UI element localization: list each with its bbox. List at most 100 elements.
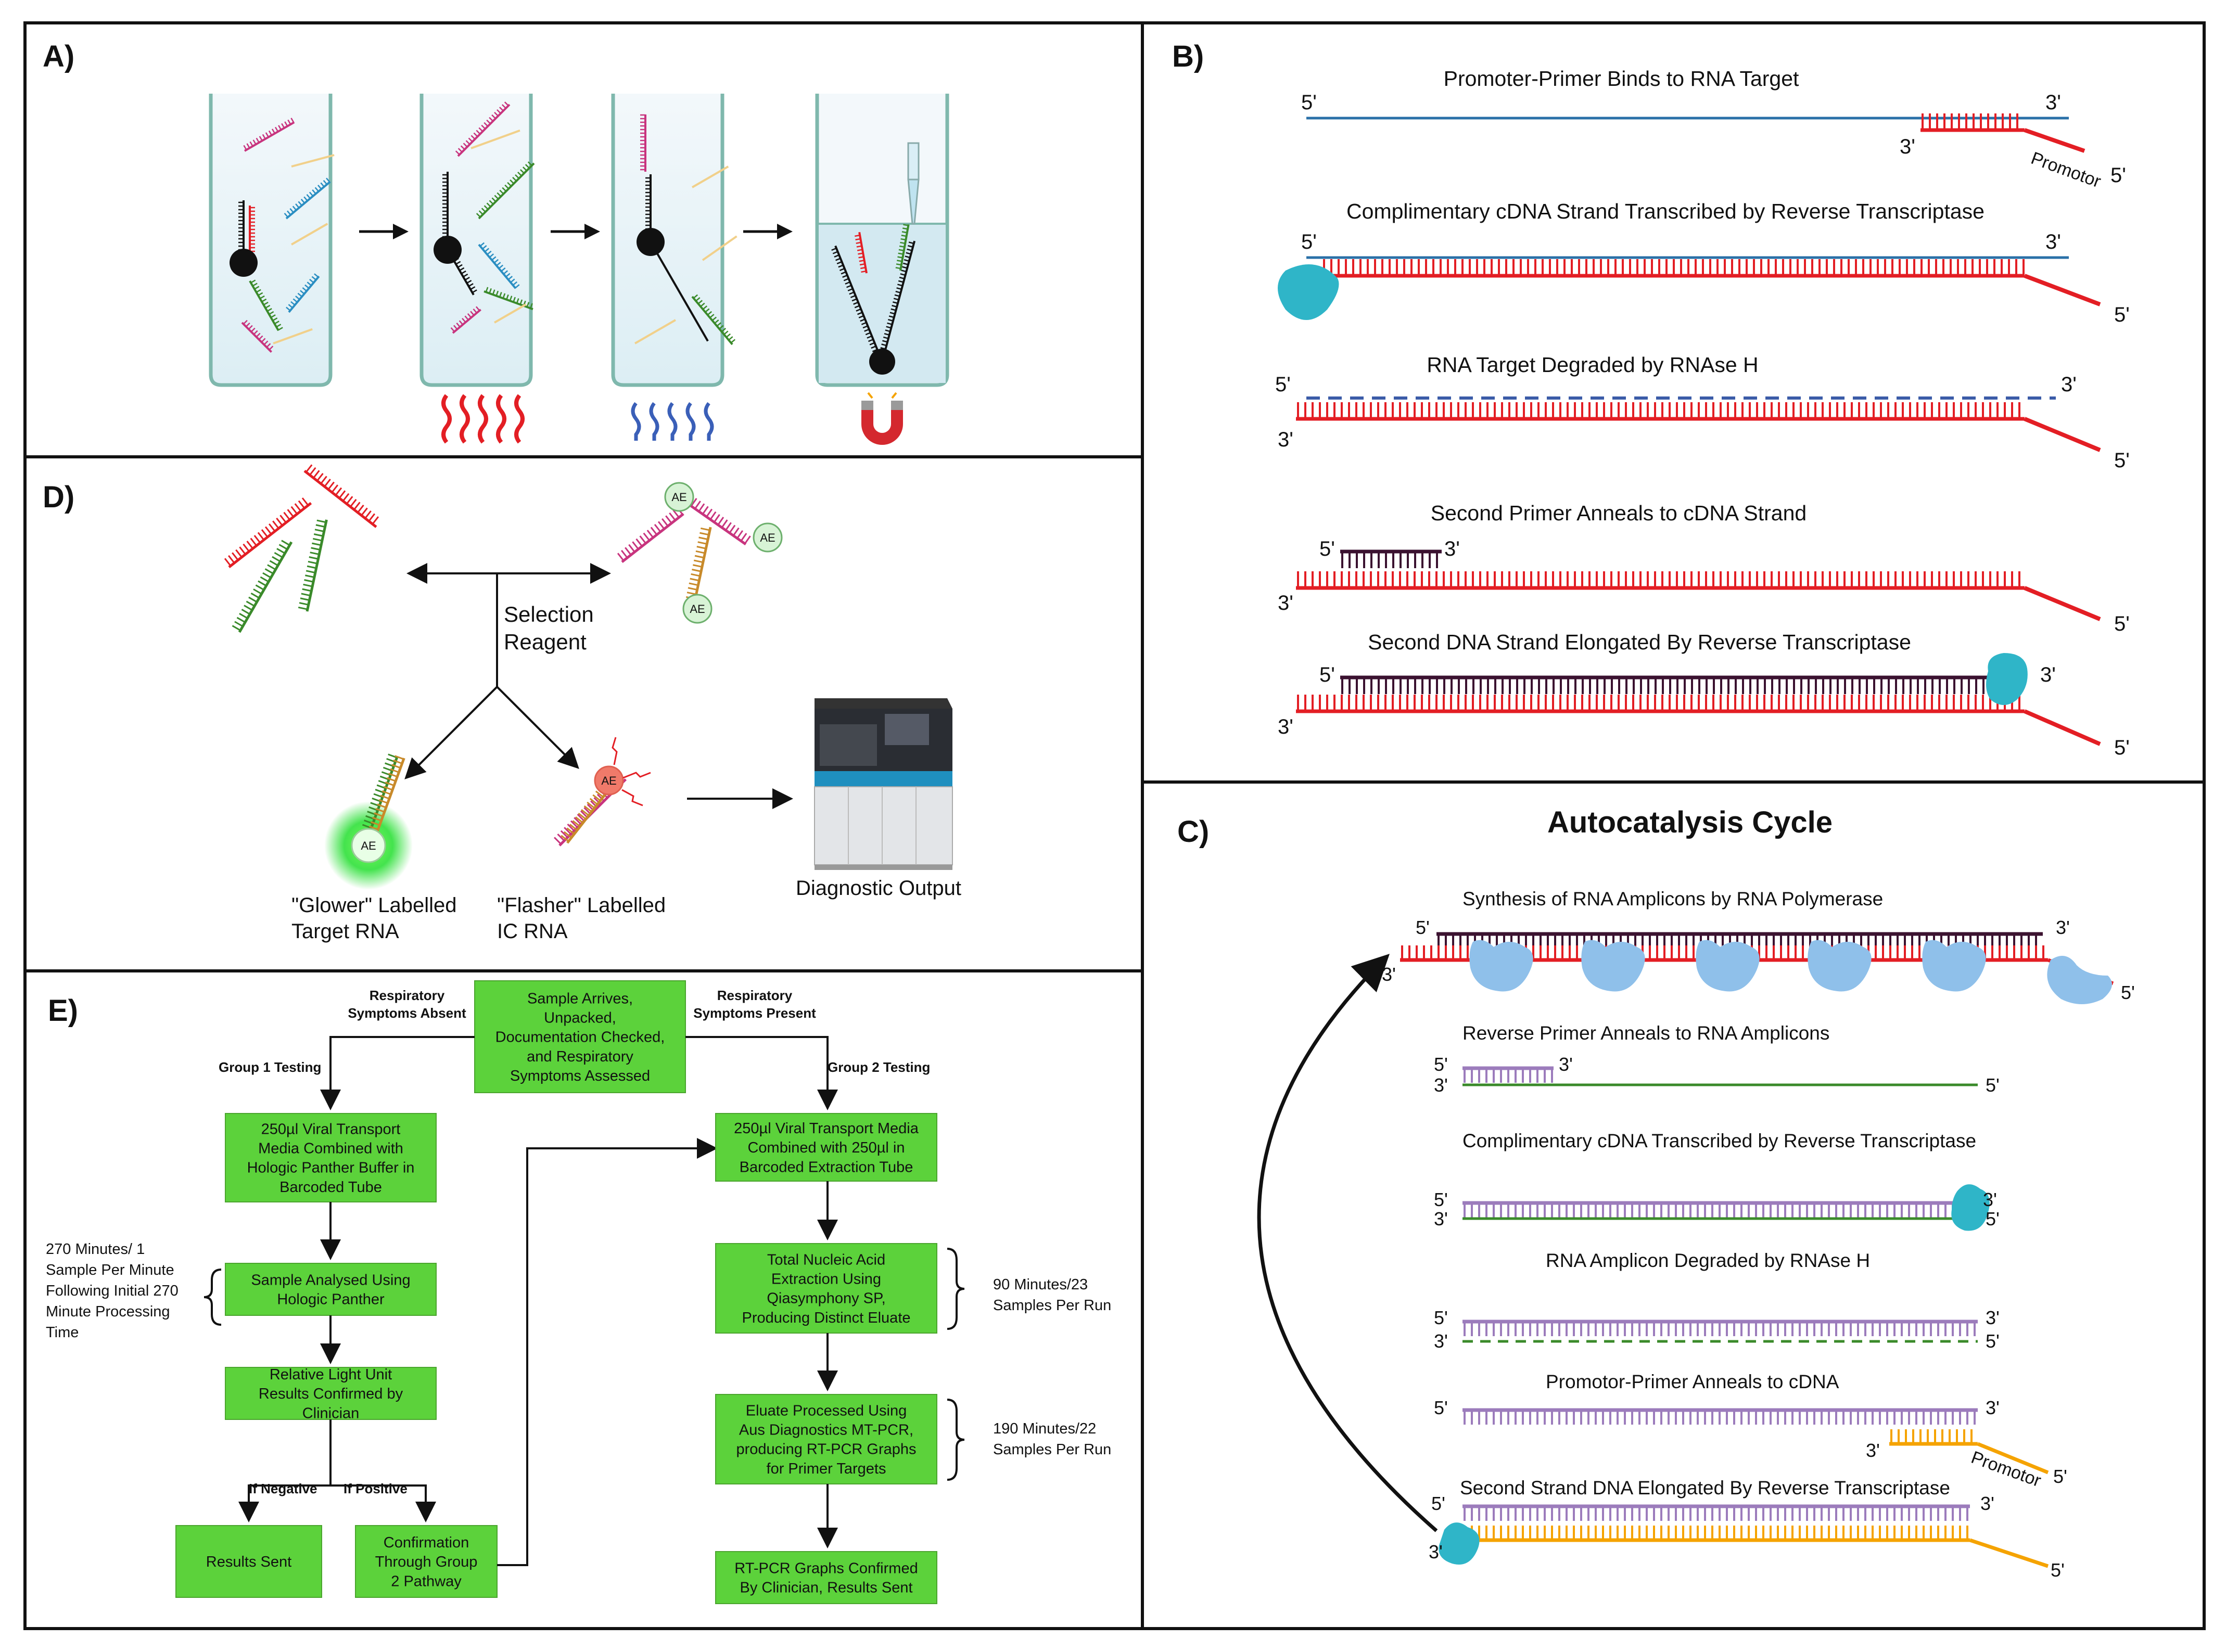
panel-a-label: A)	[43, 40, 74, 73]
cdna-strand	[1462, 1408, 1978, 1425]
probe-tick	[557, 834, 565, 841]
oligo-tick	[470, 286, 476, 290]
panel-b: B) 5'3'3'5'5'3'3'5'5'3'3'5'5'3'3'5'5'3'3…	[1172, 40, 2130, 759]
oligo-tick	[505, 273, 511, 278]
group2-label: Group 2 Testing	[828, 1059, 930, 1075]
probe-tick	[267, 564, 276, 570]
oligo-tick	[841, 271, 846, 275]
oligo-tick	[728, 336, 733, 341]
oligo-tick	[489, 117, 494, 122]
oligo-tick	[309, 191, 314, 197]
oligo-tick	[856, 245, 862, 248]
g2-box1-rect	[715, 1113, 937, 1182]
oligo-tick	[450, 327, 455, 332]
oligo-tick	[516, 298, 519, 304]
rna-polymerase-icon	[1808, 940, 1872, 992]
oligo-tick	[482, 245, 487, 250]
probe-tick	[272, 520, 279, 529]
oligo-tick	[250, 327, 256, 332]
oligo-tick	[832, 251, 838, 254]
oligo-line	[899, 224, 910, 271]
glower-line1: "Glower" Labelled	[291, 894, 456, 917]
promoter-tail	[2024, 417, 2101, 452]
reverse-transcriptase-icon	[1278, 264, 1339, 320]
probe-tick	[577, 813, 585, 822]
probe-tick	[300, 597, 310, 601]
bracket	[203, 1269, 222, 1326]
oligo-tick	[504, 101, 509, 107]
oligo-tick	[475, 306, 480, 311]
probe-tick	[732, 527, 740, 536]
oligo-tick	[284, 121, 288, 127]
g2-box4-line: By Clinician, Results Sent	[740, 1580, 912, 1596]
g2-box2-rect	[715, 1243, 937, 1334]
start-box-line: and Respiratory	[527, 1048, 633, 1065]
probe-strand	[232, 540, 293, 633]
oligo-tick	[867, 335, 872, 339]
probe-tick	[690, 498, 697, 507]
oligo-tick	[898, 280, 904, 283]
oligo-tick	[256, 289, 261, 293]
oligo-tick	[245, 322, 250, 327]
oligo-tick	[276, 324, 282, 328]
bracket	[947, 1248, 965, 1330]
oligo	[291, 223, 328, 246]
oligo-tick	[254, 286, 260, 290]
oligo-tick	[489, 288, 492, 294]
oligo-tick	[850, 294, 856, 298]
probe-tick	[304, 579, 314, 583]
b4-5prime: 5'	[1319, 537, 1335, 560]
oligo-tick	[463, 273, 468, 278]
oligo-tick	[709, 314, 715, 318]
ae-label-circle	[682, 594, 713, 624]
oligo	[640, 114, 646, 172]
oligo-tick	[836, 261, 842, 264]
panel-b-label: B)	[1172, 40, 1204, 73]
c-step1-title: Synthesis of RNA Amplicons by RNA Polyme…	[1462, 888, 1883, 910]
probe-tick	[244, 605, 253, 611]
probe-tick	[331, 484, 339, 493]
oligo-tick	[854, 305, 860, 309]
results-sent-box-line: Results Sent	[206, 1554, 291, 1570]
probe-tick	[287, 509, 294, 518]
heat-icon	[441, 394, 525, 444]
b-promoter-label: Promotor	[2028, 148, 2103, 192]
tube-cooling	[611, 94, 724, 387]
oligo-tick	[484, 248, 490, 252]
oligo-tick	[494, 195, 499, 200]
probe-tick	[699, 532, 709, 536]
oligo-tick	[707, 311, 713, 316]
probe-tick	[311, 547, 321, 551]
time3-line: 190 Minutes/22	[993, 1420, 1096, 1437]
g1-box3-rect	[225, 1367, 437, 1420]
oligo-tick	[901, 235, 907, 237]
probe-strand	[298, 519, 328, 612]
oligo-line	[494, 303, 527, 324]
panel-c: C) Autocatalysis Cycle 5'3'3'5'5'3'3'5'5…	[1177, 805, 2135, 1581]
probe-tick	[305, 574, 315, 578]
oligo-tick	[515, 284, 520, 289]
oligo-tick	[858, 315, 864, 318]
oligo-tick	[481, 124, 486, 130]
oligo-tick	[515, 174, 519, 179]
oligo-line	[249, 280, 279, 331]
oligo-tick	[287, 210, 291, 215]
oligo-tick	[256, 137, 260, 143]
magnetic-bead	[434, 236, 462, 264]
probe-tick	[368, 806, 378, 811]
panel-c-title: Autocatalysis Cycle	[1547, 805, 1833, 839]
probe-tick	[381, 790, 391, 795]
probe-tick	[706, 508, 713, 518]
probe-line	[681, 498, 747, 546]
probe-tick	[376, 784, 386, 789]
oligo-tick	[314, 187, 320, 192]
oligo	[691, 294, 736, 345]
oligo-tick	[265, 304, 271, 309]
probe-tick	[689, 582, 698, 586]
oligo-tick	[455, 261, 461, 265]
oligo-tick	[886, 326, 892, 329]
